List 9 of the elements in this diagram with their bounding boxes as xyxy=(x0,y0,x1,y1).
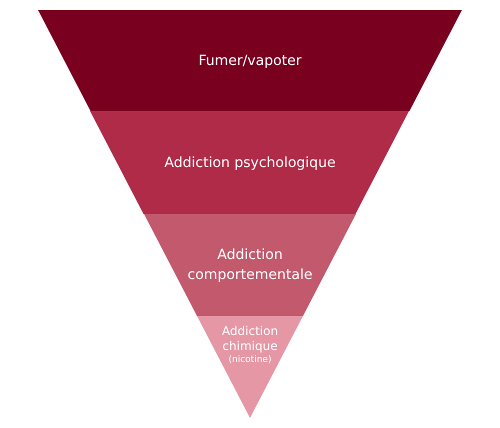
band-note: (nicotine) xyxy=(228,354,272,366)
funnel-band xyxy=(144,214,356,316)
band-label: Fumer/vapoter xyxy=(198,52,302,70)
funnel-band xyxy=(38,10,462,111)
funnel-band xyxy=(90,111,410,214)
band-label: Addiction psychologique xyxy=(164,154,336,172)
band-label: Addiction chimique xyxy=(220,324,280,354)
funnel-tip xyxy=(197,316,303,418)
band-label: Addiction comportementale xyxy=(186,246,314,285)
